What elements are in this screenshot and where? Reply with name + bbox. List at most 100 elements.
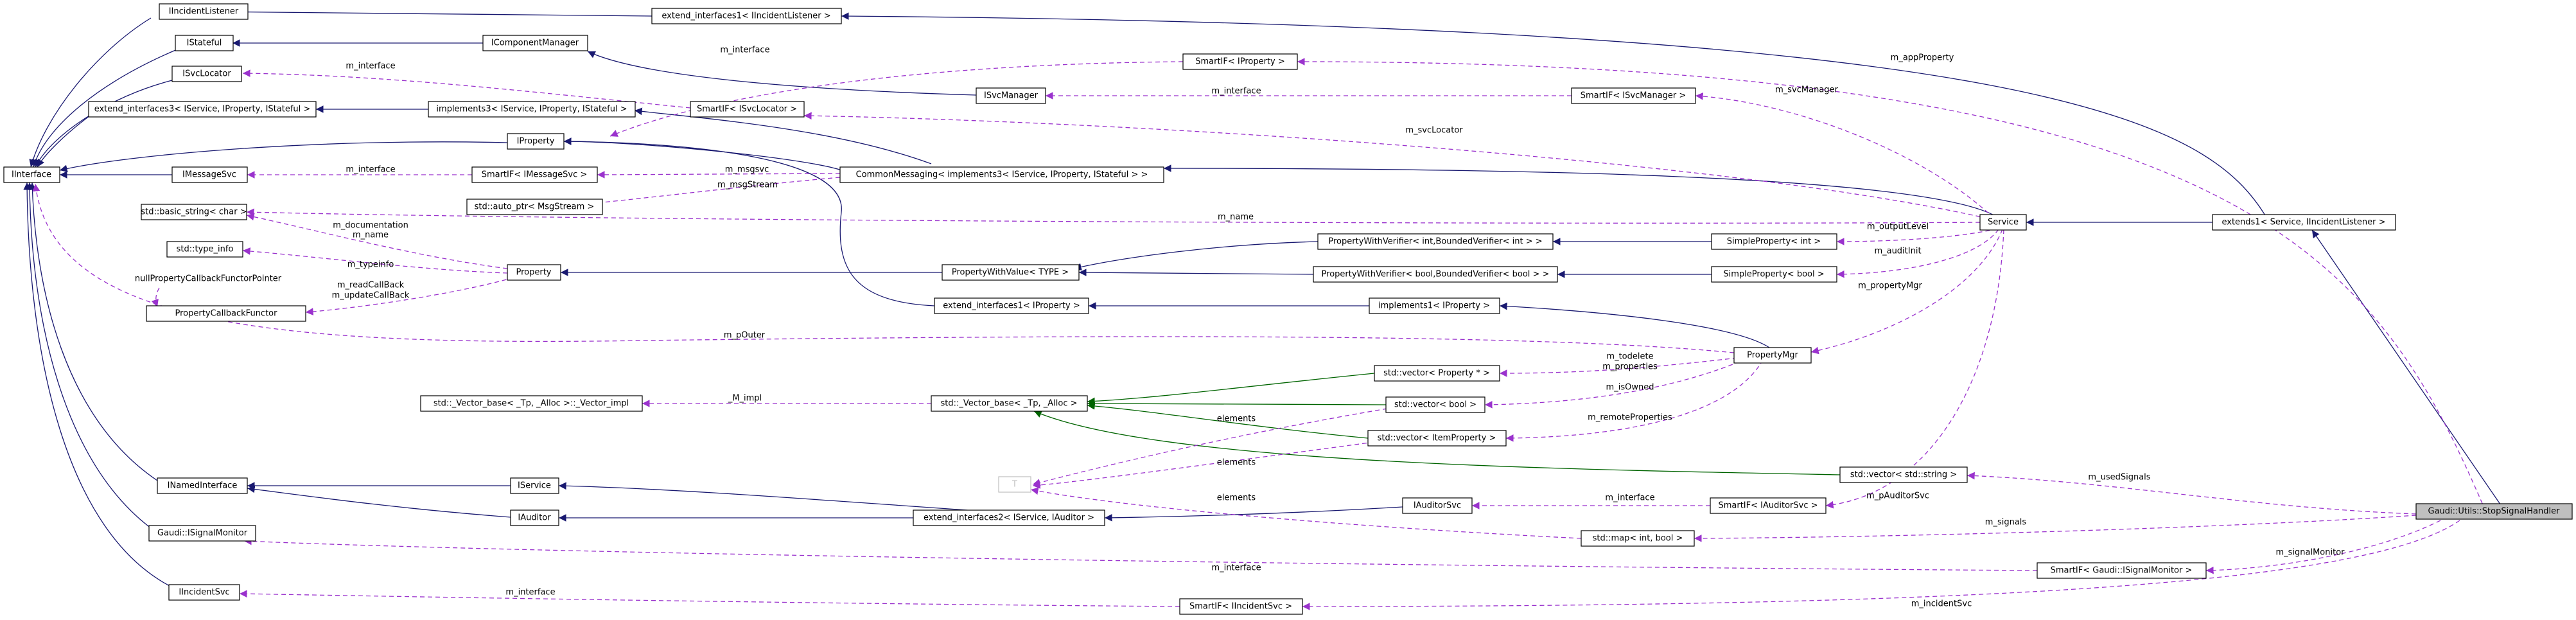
node-isvcmanager[interactable]: ISvcManager xyxy=(976,87,1046,104)
node-iservice[interactable]: IService xyxy=(510,477,559,494)
node-vector-impl[interactable]: std::_Vector_base< _Tp, _Alloc >::_Vecto… xyxy=(420,395,643,412)
node-smartif-iauditorsvc[interactable]: SmartIF< IAuditorSvc > xyxy=(1710,497,1827,514)
node-inamedinterface[interactable]: INamedInterface xyxy=(157,477,248,494)
svg-text:IAuditorSvc: IAuditorSvc xyxy=(1414,501,1461,511)
svg-text:INamedInterface: INamedInterface xyxy=(168,481,238,491)
edge-stopsignal-to-smartif-iproperty xyxy=(1297,58,2486,511)
edge-label: elements xyxy=(1217,458,1256,468)
node-ext-interfaces3[interactable]: extend_interfaces3< IService, IProperty,… xyxy=(88,101,317,118)
svg-text:PropertyWithVerifier< int,Boun: PropertyWithVerifier< int,BoundedVerifie… xyxy=(1328,237,1542,247)
svg-text:SmartIF< IMessageSvc >: SmartIF< IMessageSvc > xyxy=(482,170,588,180)
edge-vector-bool-to-t xyxy=(1032,408,1388,486)
node-vector-base[interactable]: std::_Vector_base< _Tp, _Alloc > xyxy=(931,395,1088,412)
node-smartif-iincidentsvc[interactable]: SmartIF< IIncidentSvc > xyxy=(1179,598,1303,615)
node-stopsignalhandler[interactable]: Gaudi::Utils::StopSignalHandler xyxy=(2415,503,2573,520)
node-commonmessaging[interactable]: CommonMessaging< implements3< IService, … xyxy=(839,166,1164,183)
node-iauditorsvc[interactable]: IAuditorSvc xyxy=(1402,497,1473,514)
node-istateful[interactable]: IStateful xyxy=(175,35,234,51)
svg-text:Gaudi::Utils::StopSignalHandle: Gaudi::Utils::StopSignalHandler xyxy=(2428,507,2561,517)
node-vector-propptr[interactable]: std::vector< Property * > xyxy=(1374,365,1500,382)
node-vector-itemprop[interactable]: std::vector< ItemProperty > xyxy=(1367,430,1507,447)
edge-vector-propptr-to-vector-base xyxy=(1087,373,1375,405)
node-pwv-type[interactable]: PropertyWithValue< TYPE > xyxy=(942,264,1080,281)
node-simpleprop-int[interactable]: SimpleProperty< int > xyxy=(1711,233,1837,250)
node-smartif-signalmonitor[interactable]: SmartIF< Gaudi::ISignalMonitor > xyxy=(2037,562,2207,579)
edge-label: elements xyxy=(1217,493,1256,503)
edge-stopsignal-to-map-int-bool xyxy=(1694,515,2417,542)
svg-text:SmartIF< IProperty >: SmartIF< IProperty > xyxy=(1195,57,1285,67)
node-smartif-isvclocator[interactable]: SmartIF< ISvcLocator > xyxy=(690,101,805,118)
svg-text:IProperty: IProperty xyxy=(517,137,555,146)
node-smartif-iproperty[interactable]: SmartIF< IProperty > xyxy=(1182,53,1298,70)
node-ext-interfaces1-ilistener[interactable]: extend_interfaces1< IIncidentListener > xyxy=(651,8,842,24)
edge-stopsignal-to-smartif-iincidentsvc xyxy=(1302,520,2460,610)
edge-label: m_readCallBack xyxy=(337,281,405,290)
node-auto-ptr-msgstream[interactable]: std::auto_ptr< MsgStream > xyxy=(466,199,603,215)
edge-service-to-commonmessaging xyxy=(1163,164,1998,218)
edge-iincidentsvc-to-iinterface xyxy=(23,182,174,589)
svg-text:std::map< int, bool >: std::map< int, bool > xyxy=(1593,534,1683,544)
edge-label: elements xyxy=(1217,414,1256,424)
svg-text:IMessageSvc: IMessageSvc xyxy=(182,170,236,180)
edge-label: m_msgsvc xyxy=(725,165,769,175)
node-ext-interfaces1-iproperty[interactable]: extend_interfaces1< IProperty > xyxy=(934,297,1089,314)
edge-smartif-signalmonitor-to-signalmonitor xyxy=(243,537,2038,571)
svg-text:SimpleProperty< bool >: SimpleProperty< bool > xyxy=(1723,270,1824,279)
node-isvclocator[interactable]: ISvcLocator xyxy=(171,66,242,82)
node-implements1-iproperty[interactable]: implements1< IProperty > xyxy=(1369,297,1500,314)
edge-ext-iproperty-to-iproperty xyxy=(563,137,935,306)
node-pwv-bool[interactable]: PropertyWithVerifier< bool,BoundedVerifi… xyxy=(1313,266,1558,283)
svg-text:extend_interfaces2< IService,: extend_interfaces2< IService, IAuditor > xyxy=(924,513,1094,523)
node-vector-string[interactable]: std::vector< std::string > xyxy=(1839,466,1968,483)
node-simpleprop-bool[interactable]: SimpleProperty< bool > xyxy=(1711,266,1837,283)
node-map-int-bool[interactable]: std::map< int, bool > xyxy=(1581,530,1695,547)
edge-label: m_outputLevel xyxy=(1867,222,1929,232)
svg-text:SmartIF< ISvcManager >: SmartIF< ISvcManager > xyxy=(1581,91,1687,101)
edge-pwv-bool-to-pwv-type xyxy=(1078,269,1314,276)
edge-label: m_isOwned xyxy=(1606,383,1654,393)
edge-propertymgr-to-vector-itemprop xyxy=(1505,359,1764,442)
edge-service-to-basic-string xyxy=(246,208,1988,224)
node-signalmonitor[interactable]: Gaudi::ISignalMonitor xyxy=(148,525,256,542)
svg-text:extend_interfaces1< IProperty: extend_interfaces1< IProperty > xyxy=(943,301,1080,311)
node-icomponentmanager[interactable]: IComponentManager xyxy=(482,35,588,51)
node-basic-string[interactable]: std::basic_string< char > xyxy=(141,204,247,220)
svg-text:IInterface: IInterface xyxy=(12,170,51,180)
node-iincidentsvc[interactable]: IIncidentSvc xyxy=(168,584,240,601)
node-t[interactable]: T xyxy=(998,476,1031,493)
edge-label: m_interface xyxy=(720,46,769,55)
edge-vector-itemprop-to-t xyxy=(1032,441,1375,489)
node-propcbfunctor[interactable]: PropertyCallbackFunctor xyxy=(146,305,306,322)
node-service[interactable]: Service xyxy=(1979,214,2027,231)
node-imessagesvc[interactable]: IMessageSvc xyxy=(171,166,248,183)
node-implements3[interactable]: implements3< IService, IProperty, IState… xyxy=(428,101,636,118)
edge-label: _M_impl xyxy=(728,394,762,403)
svg-text:std::basic_string< char >: std::basic_string< char > xyxy=(141,208,247,217)
node-ext-interfaces2[interactable]: extend_interfaces2< IService, IAuditor > xyxy=(913,509,1105,526)
node-smartif-isvcmanager[interactable]: SmartIF< ISvcManager > xyxy=(1571,87,1696,104)
node-propertymgr[interactable]: PropertyMgr xyxy=(1733,347,1812,364)
node-property[interactable]: Property xyxy=(507,264,561,281)
edge-propertymgr-to-iinterface xyxy=(32,183,1735,353)
edge-label: m_name xyxy=(353,231,389,240)
node-pwv-int[interactable]: PropertyWithVerifier< int,BoundedVerifie… xyxy=(1317,233,1554,250)
node-extends1[interactable]: extends1< Service, IIncidentListener > xyxy=(2212,214,2396,231)
node-nullpropcb[interactable]: nullPropertyCallbackFunctorPointer xyxy=(122,271,294,287)
svg-text:SmartIF< IIncidentSvc >: SmartIF< IIncidentSvc > xyxy=(1189,602,1292,612)
node-iproperty[interactable]: IProperty xyxy=(507,133,565,150)
edge-smartif-iincidentsvc-to-iincidentsvc xyxy=(239,590,1180,607)
svg-text:PropertyMgr: PropertyMgr xyxy=(1747,351,1798,360)
node-type-info[interactable]: std::type_info xyxy=(166,241,243,258)
svg-text:std::vector< bool >: std::vector< bool > xyxy=(1394,400,1476,410)
svg-text:IAuditor: IAuditor xyxy=(518,513,551,523)
edge-propertymgr-to-implements1 xyxy=(1499,302,1770,348)
node-smartif-imessagesvc[interactable]: SmartIF< IMessageSvc > xyxy=(471,166,598,183)
edge-label: m_pAuditorSvc xyxy=(1866,492,1929,501)
node-iinterface[interactable]: IInterface xyxy=(3,166,60,183)
node-vector-bool[interactable]: std::vector< bool > xyxy=(1385,396,1485,413)
edge-stopsignal-to-extends1 xyxy=(2311,229,2505,511)
node-iauditor[interactable]: IAuditor xyxy=(510,509,559,526)
node-iincidentlistener[interactable]: IIncidentListener xyxy=(159,3,249,20)
edge-iproperty-to-iinterface xyxy=(59,141,508,173)
